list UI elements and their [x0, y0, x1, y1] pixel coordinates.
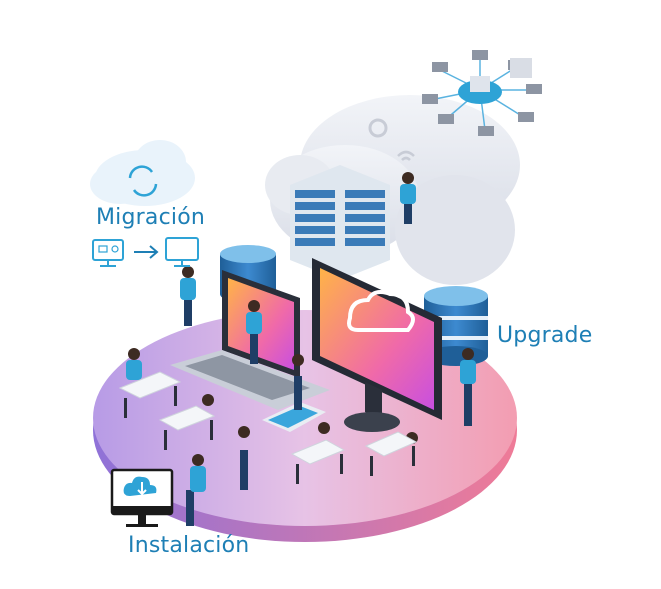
- migration-label: Migración: [96, 205, 205, 230]
- cloud-sync-icon: [90, 140, 195, 206]
- arrow-right-icon: [134, 245, 159, 259]
- gear-icon: [368, 118, 388, 138]
- upgrade-label: Upgrade: [497, 323, 593, 348]
- installation-label: Instalación: [128, 533, 250, 558]
- people-figures: [126, 172, 476, 526]
- network-hub-icon: [422, 50, 542, 136]
- desks: [118, 371, 418, 484]
- big-monitor-icon: [312, 258, 442, 432]
- folder-monitor-icon: [92, 239, 124, 267]
- monitor-icon: [165, 237, 199, 267]
- cloud-download-monitor-icon: [110, 468, 174, 527]
- database-right-icon: [424, 286, 488, 366]
- phone-icon: [262, 402, 326, 432]
- server-rack-icon: [290, 165, 390, 280]
- laptop-icon: [170, 270, 330, 410]
- wifi-icon: [397, 150, 415, 161]
